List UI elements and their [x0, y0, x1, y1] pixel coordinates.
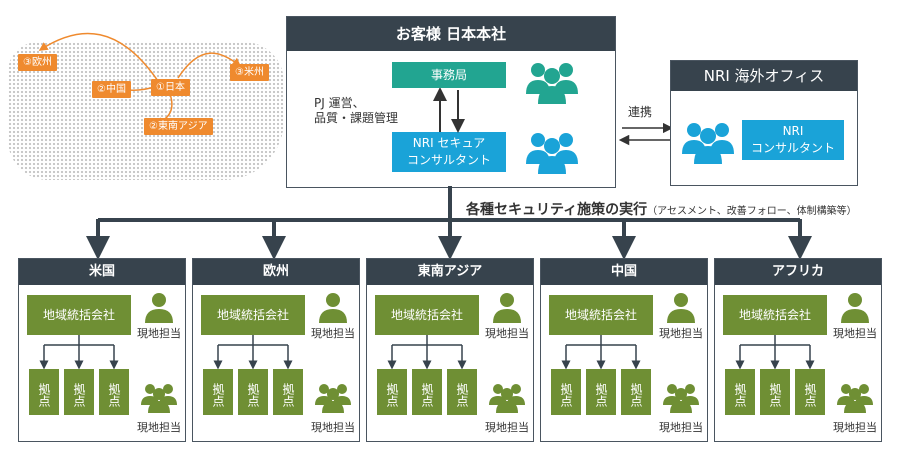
regional-hq-box: 地域統括会社 — [201, 295, 305, 335]
overseas-consultant-box: NRI コンサルタント — [742, 120, 844, 160]
nri-secure-consultant-box: NRI セキュア コンサルタント — [392, 132, 506, 172]
group-person-icon — [661, 381, 701, 417]
site-box: 拠点 — [725, 369, 755, 415]
site-box: 拠点 — [29, 369, 59, 415]
region-panel: 米国地域統括会社現地担当拠点拠点拠点現地担当 — [18, 258, 186, 442]
overseas-title: NRI 海外オフィス — [671, 61, 857, 91]
person-icon — [491, 291, 523, 327]
local-staff-label: 現地担当 — [833, 421, 877, 434]
link-arrows — [618, 122, 674, 146]
local-staff-label: 現地担当 — [833, 327, 877, 340]
person-icon — [143, 291, 175, 327]
arrow-to-europe — [38, 32, 161, 85]
tag-europe: ③欧州 — [18, 54, 57, 71]
site-box: 拠点 — [621, 369, 651, 415]
consultant-line2: コンサルタント — [406, 153, 491, 167]
local-staff-label: 現地担当 — [137, 327, 181, 340]
overseas-consultant-line2: コンサルタント — [750, 141, 835, 155]
region-panel: 欧州地域統括会社現地担当拠点拠点拠点現地担当 — [192, 258, 360, 442]
group-person-icon — [682, 123, 734, 164]
person-icon — [839, 291, 871, 327]
site-box: 拠点 — [64, 369, 94, 415]
site-box: 拠点 — [99, 369, 129, 415]
regional-hq-box: 地域統括会社 — [549, 295, 653, 335]
region-panel: 東南アジア地域統括会社現地担当拠点拠点拠点現地担当 — [366, 258, 534, 442]
site-box: 拠点 — [551, 369, 581, 415]
tag-sea: ②東南アジア — [144, 118, 213, 135]
region-panel: アフリカ地域統括会社現地担当拠点拠点拠点現地担当 — [714, 258, 882, 442]
execution-label: 各種セキュリティ施策の実行（アセスメント、改善フォロー、体制構築等） — [466, 199, 857, 219]
local-staff-label: 現地担当 — [485, 327, 529, 340]
regional-hq-box: 地域統括会社 — [375, 295, 479, 335]
site-box: 拠点 — [586, 369, 616, 415]
pj-line1: PJ 運営、 — [314, 96, 365, 110]
person-icon — [317, 291, 349, 327]
site-box: 拠点 — [377, 369, 407, 415]
branch-arrows — [213, 335, 293, 369]
pj-management-label: PJ 運営、 品質・課題管理 — [314, 96, 398, 126]
arrow-to-americas — [177, 52, 242, 79]
hq-title: お客様 日本本社 — [287, 17, 615, 51]
local-staff-label: 現地担当 — [659, 327, 703, 340]
branch-arrows — [39, 335, 119, 369]
region-title: アフリカ — [715, 259, 881, 285]
site-box: 拠点 — [760, 369, 790, 415]
site-box: 拠点 — [447, 369, 477, 415]
tag-japan: ①日本 — [151, 79, 190, 96]
local-staff-label: 現地担当 — [311, 421, 355, 434]
consultant-line1: NRI セキュア — [412, 136, 486, 150]
tag-americas: ③米州 — [230, 64, 269, 81]
person-icon — [665, 291, 697, 327]
site-box: 拠点 — [273, 369, 303, 415]
branch-arrows — [387, 335, 467, 369]
local-staff-label: 現地担当 — [137, 421, 181, 434]
region-title: 東南アジア — [367, 259, 533, 285]
office-box: 事務局 — [392, 62, 506, 88]
regional-hq-box: 地域統括会社 — [723, 295, 827, 335]
execution-sub: （アセスメント、改善フォロー、体制構築等） — [647, 206, 857, 217]
site-box: 拠点 — [238, 369, 268, 415]
group-person-icon — [139, 381, 179, 417]
region-panel: 中国地域統括会社現地担当拠点拠点拠点現地担当 — [540, 258, 708, 442]
region-title: 欧州 — [193, 259, 359, 285]
branch-arrows — [561, 335, 641, 369]
local-staff-label: 現地担当 — [485, 421, 529, 434]
local-staff-label: 現地担当 — [659, 421, 703, 434]
region-title: 米国 — [19, 259, 185, 285]
regional-hq-box: 地域統括会社 — [27, 295, 131, 335]
group-person-icon — [835, 381, 875, 417]
tag-china: ②中国 — [92, 81, 131, 98]
site-box: 拠点 — [795, 369, 825, 415]
group-person-icon — [313, 381, 353, 417]
local-staff-label: 現地担当 — [311, 327, 355, 340]
world-map: ③欧州 ②中国 ①日本 ③米州 ②東南アジア — [0, 14, 290, 180]
region-title: 中国 — [541, 259, 707, 285]
link-label: 連携 — [628, 105, 653, 119]
site-box: 拠点 — [203, 369, 233, 415]
map-arrows — [38, 32, 242, 126]
group-person-icon — [526, 63, 578, 104]
branch-arrows — [735, 335, 815, 369]
site-box: 拠点 — [412, 369, 442, 415]
group-person-icon — [526, 133, 578, 174]
overseas-consultant-line1: NRI — [782, 124, 804, 138]
distribution-arrows — [86, 186, 812, 258]
group-person-icon — [487, 381, 527, 417]
pj-line2: 品質・課題管理 — [314, 111, 399, 125]
execution-main: 各種セキュリティ施策の実行 — [466, 202, 648, 218]
hq-vertical-arrows — [433, 88, 465, 133]
